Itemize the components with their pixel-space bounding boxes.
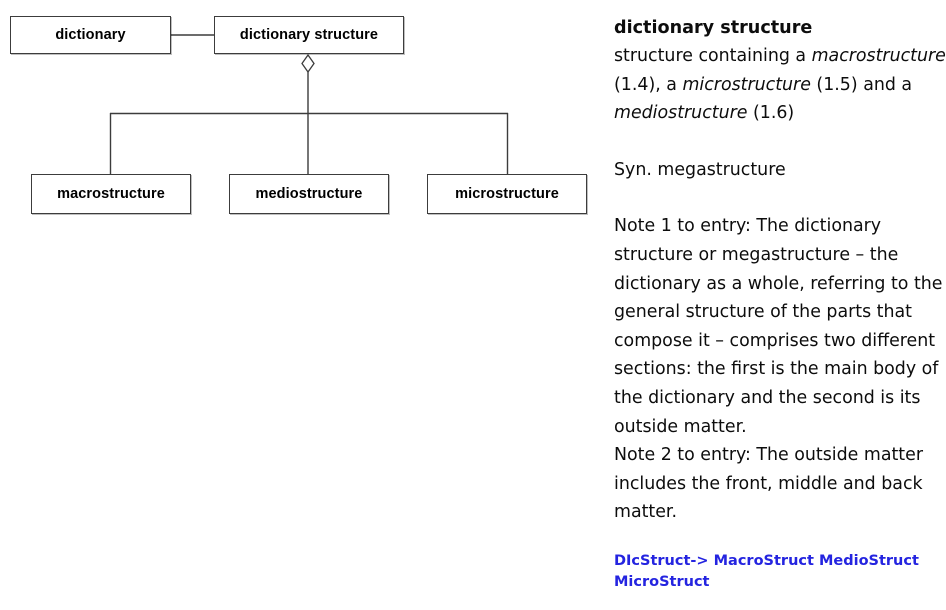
entry-notes: Note 1 to entry: The dictionary structur… <box>614 212 946 527</box>
node-microstructure[interactable]: microstructure <box>427 174 587 214</box>
node-microstructure-label: microstructure <box>455 186 559 202</box>
node-dictionary-structure-label: dictionary structure <box>239 27 379 43</box>
node-macrostructure-label: macrostructure <box>57 186 165 202</box>
entry-definition: structure containing a macrostructure (1… <box>614 42 946 128</box>
note-1: Note 1 to entry: The dictionary structur… <box>614 216 943 437</box>
note-2: Note 2 to entry: The outside matter incl… <box>614 445 923 523</box>
node-dictionary-label: dictionary <box>55 27 126 43</box>
uml-diagram-panel: dictionary dictionary structure macrostr… <box>10 16 587 214</box>
definition-ref-mediostructure: mediostructure <box>614 103 748 124</box>
node-dictionary[interactable]: dictionary <box>10 16 171 54</box>
aggregation-diamond-icon <box>301 53 315 74</box>
entry-term: dictionary structure <box>614 18 813 38</box>
entry-text-panel: dictionary structure structure containin… <box>614 14 946 593</box>
definition-ref-macrostructure: macrostructure <box>811 46 946 66</box>
node-macrostructure[interactable]: macrostructure <box>31 174 191 214</box>
entry-synonym: Syn. megastructure <box>614 159 786 180</box>
definition-lead: structure containing a <box>614 46 812 66</box>
definition-ref-microstructure: microstructure <box>682 74 811 95</box>
definition-ref-microstructure-number: (1.5) and a <box>810 74 913 95</box>
definition-ref-macrostructure-number: (1.4), a <box>614 74 683 95</box>
node-mediostructure-label: mediostructure <box>255 186 363 202</box>
diagram-connectors <box>109 34 509 174</box>
entry-relation-line[interactable]: DIcStruct-> MacroStruct MedioStruct Micr… <box>614 552 919 590</box>
node-dictionary-structure[interactable]: dictionary structure <box>214 16 404 54</box>
node-mediostructure[interactable]: mediostructure <box>229 174 389 214</box>
definition-ref-mediostructure-number: (1.6) <box>747 103 795 124</box>
